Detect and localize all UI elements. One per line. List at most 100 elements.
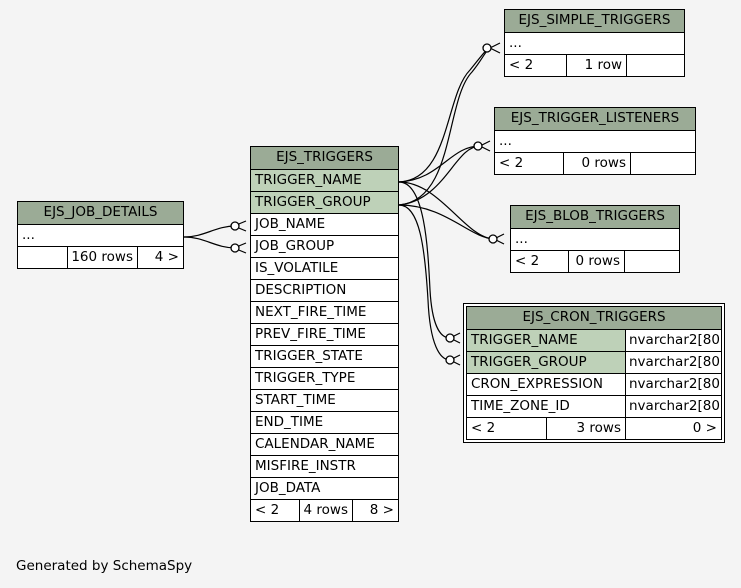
parents-count: < 2 (471, 420, 496, 436)
table-ejs-blob-triggers[interactable]: EJS_BLOB_TRIGGERS ... < 2 0 rows (510, 205, 680, 273)
row-count: 0 rows (568, 251, 624, 272)
table-column: END_TIME (251, 411, 398, 433)
table-column: JOB_DATA (251, 477, 398, 499)
table-column: TIME_ZONE_ID nvarchar2[80] (467, 395, 721, 417)
row-count: 0 rows (563, 153, 630, 174)
table-column: ... (511, 228, 679, 250)
column-name: TRIGGER_GROUP (467, 352, 625, 373)
parents-count: < 2 (255, 502, 280, 518)
column-name: JOB_DATA (255, 480, 321, 496)
edge-blob-2 (398, 204, 495, 240)
edge-listeners-1 (398, 145, 481, 183)
table-column: CRON_EXPRESSION nvarchar2[80] (467, 373, 721, 395)
table-column: JOB_GROUP (251, 235, 398, 257)
row-count: 4 rows (299, 500, 352, 521)
column-name: PREV_FIRE_TIME (255, 326, 366, 342)
column-type: nvarchar2[80] (625, 396, 721, 417)
table-column: DESCRIPTION (251, 279, 398, 301)
children-count (624, 251, 679, 272)
row-count: 3 rows (546, 418, 625, 439)
optional-marker (482, 43, 492, 53)
column-name: CRON_EXPRESSION (471, 376, 603, 392)
optional-marker (473, 141, 483, 151)
table-header[interactable]: EJS_JOB_DETAILS (18, 202, 183, 224)
column-name: NEXT_FIRE_TIME (255, 304, 367, 320)
column-name: TRIGGER_NAME (467, 330, 625, 351)
column-name: TRIGGER_GROUP (255, 194, 371, 210)
table-column: ... (18, 224, 183, 246)
column-name: CALENDAR_NAME (255, 436, 375, 452)
column-name: IS_VOLATILE (255, 260, 339, 276)
column-type: nvarchar2[80] (625, 352, 721, 373)
table-column: MISFIRE_INSTR (251, 455, 398, 477)
table-column: IS_VOLATILE (251, 257, 398, 279)
column-name: END_TIME (255, 414, 324, 430)
column-name: TRIGGER_NAME (255, 172, 362, 188)
edge-simple-triggers-1 (398, 47, 491, 183)
table-column: ... (495, 130, 695, 152)
children-count: 0 > (625, 418, 721, 439)
table-header[interactable]: EJS_TRIGGERS (251, 147, 398, 169)
table-header[interactable]: EJS_SIMPLE_TRIGGERS (505, 10, 684, 32)
column-name: TRIGGER_STATE (255, 348, 363, 364)
table-ejs-trigger-listeners[interactable]: EJS_TRIGGER_LISTENERS ... < 2 0 rows (494, 107, 696, 175)
optional-marker (488, 234, 498, 244)
optional-marker (230, 243, 240, 253)
children-count (626, 55, 684, 76)
table-footer: < 2 1 row (505, 54, 684, 76)
column-name: TRIGGER_TYPE (255, 370, 356, 386)
table-column-pk: TRIGGER_GROUP nvarchar2[80] (467, 351, 721, 373)
parents-count (18, 247, 67, 268)
table-column: JOB_NAME (251, 213, 398, 235)
table-footer: 160 rows 4 > (18, 246, 183, 268)
optional-marker (445, 333, 455, 343)
table-ejs-cron-triggers[interactable]: EJS_CRON_TRIGGERS TRIGGER_NAME nvarchar2… (463, 303, 725, 443)
table-column: CALENDAR_NAME (251, 433, 398, 455)
table-column: NEXT_FIRE_TIME (251, 301, 398, 323)
table-ejs-job-details[interactable]: EJS_JOB_DETAILS ... 160 rows 4 > (17, 201, 184, 269)
table-column-pk: TRIGGER_NAME nvarchar2[80] (467, 329, 721, 351)
column-name: ... (515, 231, 528, 247)
table-column: ... (505, 32, 684, 54)
table-header[interactable]: EJS_TRIGGER_LISTENERS (495, 108, 695, 130)
column-name: ... (499, 133, 512, 149)
table-header[interactable]: EJS_CRON_TRIGGERS (467, 307, 721, 329)
table-column: PREV_FIRE_TIME (251, 323, 398, 345)
optional-marker (230, 221, 240, 231)
row-count: 1 row (566, 55, 626, 76)
column-name: JOB_GROUP (255, 238, 335, 254)
table-header[interactable]: EJS_BLOB_TRIGGERS (511, 206, 679, 228)
column-name: MISFIRE_INSTR (255, 458, 356, 474)
edge-listeners-2 (398, 145, 481, 206)
parents-count: < 2 (499, 155, 524, 171)
table-footer: < 2 3 rows 0 > (467, 417, 721, 439)
row-count: 160 rows (67, 247, 137, 268)
table-ejs-simple-triggers[interactable]: EJS_SIMPLE_TRIGGERS ... < 2 1 row (504, 9, 685, 77)
column-name: DESCRIPTION (255, 282, 347, 298)
table-column-pk: TRIGGER_NAME (251, 169, 398, 191)
edge-cron-2 (398, 204, 451, 361)
generated-by-label: Generated by SchemaSpy (16, 558, 193, 574)
children-count: 4 > (137, 247, 183, 268)
table-ejs-triggers[interactable]: EJS_TRIGGERS TRIGGER_NAME TRIGGER_GROUP … (250, 146, 399, 522)
children-count (630, 153, 695, 174)
optional-marker (445, 355, 455, 365)
edge-job-group (183, 236, 237, 249)
table-footer: < 2 0 rows (511, 250, 679, 272)
table-column: TRIGGER_TYPE (251, 367, 398, 389)
table-column-pk: TRIGGER_GROUP (251, 191, 398, 213)
table-column: START_TIME (251, 389, 398, 411)
parents-count: < 2 (509, 57, 534, 73)
column-name: ... (22, 227, 35, 243)
column-name: TIME_ZONE_ID (471, 398, 570, 414)
column-name: START_TIME (255, 392, 336, 408)
parents-count: < 2 (515, 253, 540, 269)
edge-simple-triggers-2 (398, 47, 491, 206)
table-footer: < 2 0 rows (495, 152, 695, 174)
column-name: JOB_NAME (255, 216, 326, 232)
column-type: nvarchar2[80] (625, 374, 721, 395)
table-footer: < 2 4 rows 8 > (251, 499, 398, 521)
column-name: ... (509, 35, 522, 51)
children-count: 8 > (352, 500, 398, 521)
